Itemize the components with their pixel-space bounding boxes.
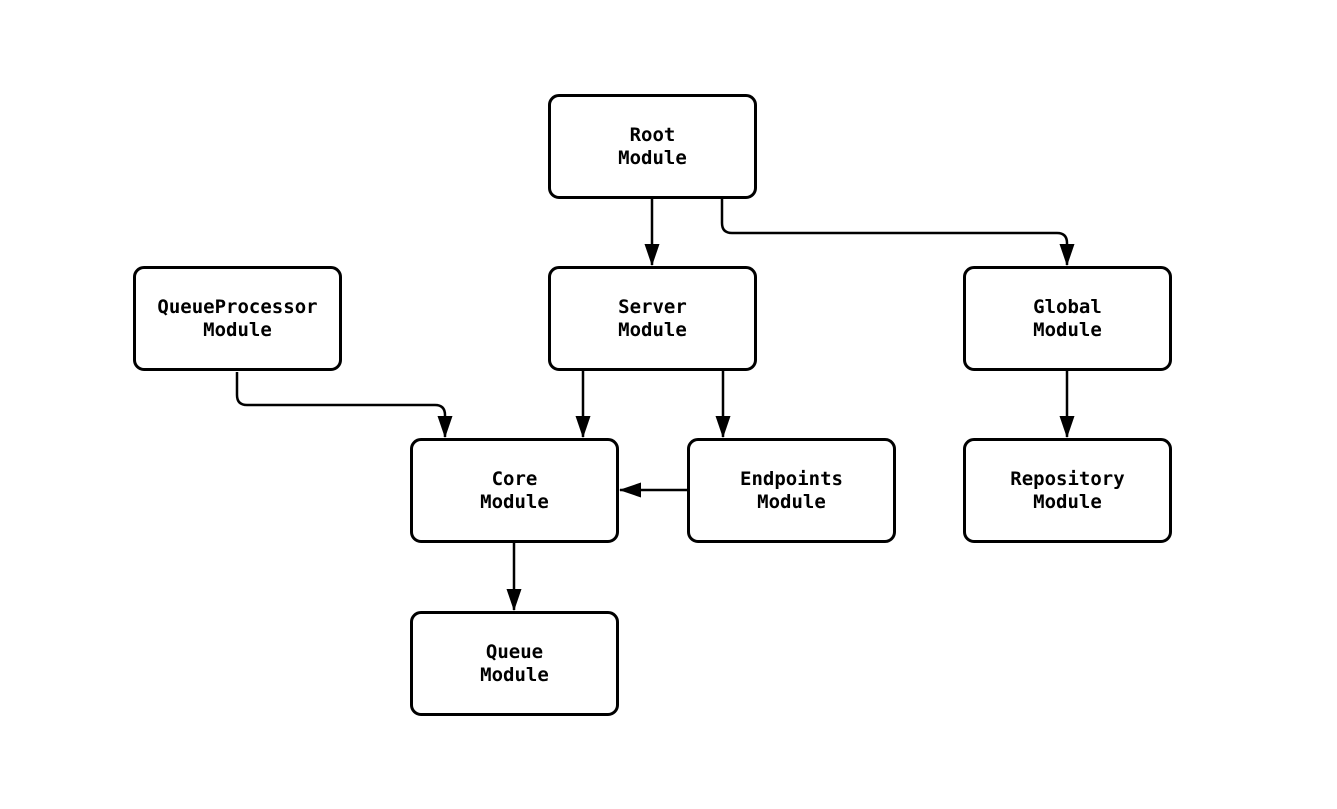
node-endpoints-module: Endpoints Module xyxy=(687,438,896,543)
node-repository-module: Repository Module xyxy=(963,438,1172,543)
node-global-module-label: Global Module xyxy=(1033,295,1102,341)
node-root-module: Root Module xyxy=(548,94,757,199)
node-root-module-label: Root Module xyxy=(618,123,687,169)
node-queueprocessor-module-label: QueueProcessor Module xyxy=(157,295,318,341)
node-endpoints-module-label: Endpoints Module xyxy=(740,467,843,513)
node-core-module-label: Core Module xyxy=(480,467,549,513)
node-core-module: Core Module xyxy=(410,438,619,543)
edge-queueprocessor-to-core xyxy=(235,372,453,438)
node-queue-module: Queue Module xyxy=(410,611,619,716)
node-queue-module-label: Queue Module xyxy=(480,640,549,686)
node-server-module: Server Module xyxy=(548,266,757,371)
edge-root-to-global xyxy=(720,199,1075,266)
node-server-module-label: Server Module xyxy=(618,295,687,341)
node-queueprocessor-module: QueueProcessor Module xyxy=(133,266,342,371)
node-global-module: Global Module xyxy=(963,266,1172,371)
node-repository-module-label: Repository Module xyxy=(1010,467,1125,513)
